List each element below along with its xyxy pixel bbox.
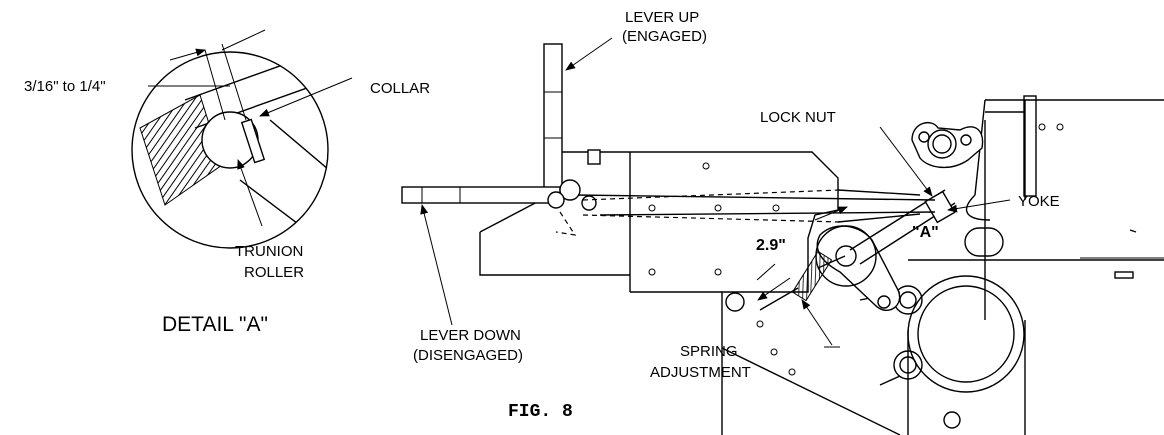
- frame-plate: [630, 151, 839, 435]
- main-assembly: 2.9" "A" LEVER UP (ENGAGED) LEVER DOWN (…: [401, 9, 1164, 435]
- detail-a-callout: "A": [912, 224, 939, 241]
- trunion-label-1: TRUNION: [235, 243, 303, 260]
- detail-a-view: 3/16" to 1/4" COLLAR TRUNION ROLLER DETA…: [24, 29, 430, 336]
- detail-circle: [131, 51, 329, 249]
- spring-adjustment-label-2: ADJUSTMENT: [650, 364, 751, 381]
- control-rod: [574, 194, 936, 201]
- hub-inner: [917, 285, 1015, 383]
- lever-down: [401, 186, 561, 204]
- spring-length-label: 2.9": [756, 237, 786, 254]
- spring-adjustment-label-1: SPRING: [680, 343, 738, 360]
- lever-down-label-1: LEVER DOWN: [420, 327, 521, 344]
- lock-nut-label: LOCK NUT: [760, 109, 836, 126]
- adjustment-spring: [791, 250, 833, 302]
- lever-up-label-1: LEVER UP: [625, 9, 699, 26]
- yoke-label: YOKE: [1018, 193, 1060, 210]
- figure-number: FIG. 8: [508, 402, 573, 422]
- collar-label: COLLAR: [370, 80, 430, 97]
- lever-up-label-2: (ENGAGED): [622, 28, 707, 45]
- crank-pivot: [835, 245, 857, 267]
- pivot-bracket: [911, 121, 984, 168]
- hub-outer: [907, 275, 1025, 393]
- lever-up: [543, 43, 601, 195]
- thickness-label: 3/16" to 1/4": [24, 78, 106, 95]
- collar: [240, 118, 266, 164]
- trunion-label-2: ROLLER: [244, 264, 304, 281]
- lever-down-label-2: (DISENGAGED): [413, 347, 523, 364]
- detail-a-title: DETAIL "A": [162, 313, 268, 336]
- yoke: [924, 190, 956, 224]
